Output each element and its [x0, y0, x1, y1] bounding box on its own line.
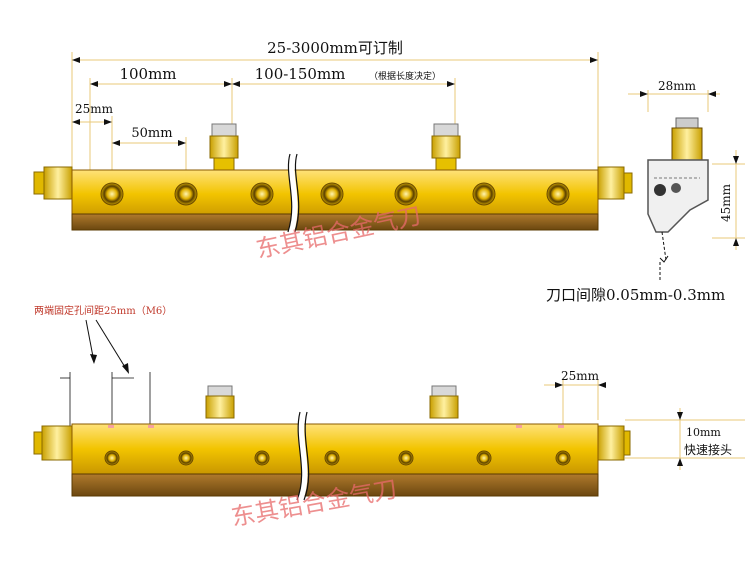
mount-hole-ticks — [60, 372, 151, 430]
gap-label: 刀口间隙0.05mm-0.3mm — [546, 286, 725, 304]
bottom-dimension-arrows — [555, 382, 683, 466]
bottom-air-inlet-right — [429, 385, 459, 419]
mount-leader-lines — [85, 319, 129, 373]
edge-25-label: 25mm — [75, 102, 114, 116]
connector-size-label: 10mm — [686, 426, 721, 439]
side-width-label: 28mm — [658, 79, 697, 93]
top-blade — [71, 213, 599, 231]
bottom-blade — [71, 473, 599, 497]
top-view: 25-3000mm可订制 100mm 100-150mm （根据长度决定） 25… — [33, 39, 633, 233]
spacing-note-label: （根据长度决定） — [369, 70, 441, 82]
top-end-fitting-right — [597, 166, 633, 200]
spacing-range-label: 100-150mm — [255, 65, 346, 83]
connector-label: 快速接头 — [684, 442, 732, 457]
top-end-fitting-left — [33, 166, 73, 200]
bottom-edge-25-label: 25mm — [561, 369, 600, 383]
side-height-label: 45mm — [719, 183, 733, 222]
top-nozzle-holes — [100, 182, 570, 206]
bottom-end-fitting-left — [33, 425, 73, 461]
top-air-inlet-left — [209, 123, 239, 173]
side-view: 28mm 45mm 刀口间隙0.05mm-0.3mm — [546, 79, 745, 304]
side-dimension-lines — [628, 90, 745, 250]
top-air-inlet-right — [431, 123, 461, 173]
mount-leader-arrows — [90, 354, 129, 374]
bottom-view: 两端固定孔间距25mm（M6） — [33, 304, 745, 502]
bottom-body — [71, 423, 599, 475]
bottom-nozzle-holes — [104, 450, 571, 466]
side-dimension-arrows — [640, 91, 739, 246]
bottom-air-inlet-left — [205, 385, 235, 419]
bottom-mount-marks — [108, 425, 564, 428]
spacing-50-label: 50mm — [131, 126, 172, 141]
top-dimension-arrows — [72, 57, 598, 146]
bottom-break-mark — [296, 411, 310, 502]
side-profile — [647, 117, 709, 282]
top-break-mark — [287, 153, 300, 233]
mount-note-label: 两端固定孔间距25mm（M6） — [34, 304, 172, 317]
total-length-label: 25-3000mm可订制 — [267, 39, 403, 57]
spacing-100-label: 100mm — [119, 65, 176, 83]
bottom-end-fitting-right — [597, 425, 631, 461]
